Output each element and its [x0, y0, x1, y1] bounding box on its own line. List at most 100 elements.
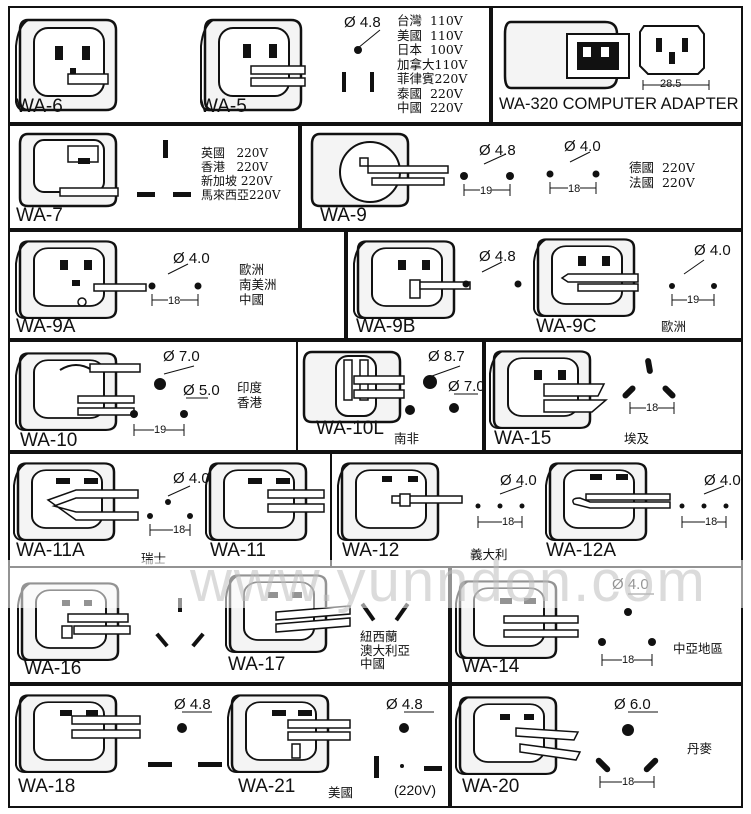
wa18-plug-image [14, 694, 141, 774]
wa11a-spacing: 18 [173, 524, 186, 536]
wa12-spacing: 18 [502, 516, 515, 528]
wa11-plug-image [204, 462, 325, 542]
wa10-diameter-2: Ø 5.0 [183, 382, 220, 399]
wa21-plug-image [226, 694, 351, 774]
wa10-spacing: 19 [154, 424, 167, 436]
wa9-diameter-1: Ø 4.8 [479, 142, 516, 159]
wa16-plug-image [16, 582, 131, 662]
wa17-plug-image [224, 574, 351, 654]
wa9a-country-list: 歐洲 南美洲 中國 [239, 262, 277, 307]
adapter-cell-wa10l: Ø 8.7 Ø 7.0 南非 WA-10L [296, 340, 484, 452]
wa9a-label: WA-9A [16, 316, 76, 337]
wa10l-label: WA-10L [316, 418, 384, 439]
wa11-label: WA-11 [210, 540, 266, 561]
wa12-label: WA-12 [342, 540, 400, 561]
wa9-plug-image [310, 132, 449, 208]
wa10l-plug-image [302, 350, 405, 424]
wa9-spacing-1: 19 [480, 185, 493, 197]
wa12a-pin-diagram [679, 485, 729, 528]
wa10l-country-list: 南非 [394, 431, 420, 446]
wa17-country-list: 紐西蘭 澳大利亞 中國 [360, 629, 411, 671]
wa20-diameter: Ø 6.0 [614, 696, 651, 713]
wa20-country-list: 丹麥 [687, 741, 713, 756]
wa15-country-list: 埃及 [624, 431, 650, 446]
adapter-cell-wa18-wa21: Ø 4.8 WA-18 Ø 4.8 美國 (220V) WA-21 [8, 684, 450, 808]
wa9c-diameter: Ø 4.0 [694, 242, 731, 259]
wa12-plug-image [336, 462, 463, 542]
wa9b-diameter: Ø 4.8 [479, 248, 516, 265]
wa20-plug-image [454, 696, 582, 776]
adapter-cell-wa9b-wa9c: Ø 4.8 WA-9B Ø 4.0 19 WA-9C 歐洲 [346, 230, 743, 340]
adapter-cell-wa12-wa12a: Ø 4.0 18 WA-12 義大利 Ø 4.0 18 WA-12A [330, 452, 743, 568]
wa9c-plug-image [532, 238, 639, 318]
wa7-plug-image [18, 132, 119, 208]
wa12a-plug-image [544, 462, 671, 542]
wa5-diameter: Ø 4.8 [344, 14, 381, 31]
wa7-pin-diagram [137, 140, 191, 197]
wa9c-country-list: 歐洲 [661, 319, 687, 334]
wa9a-diameter: Ø 4.0 [173, 250, 210, 267]
wa9-label: WA-9 [320, 205, 367, 226]
wa12-pin-diagram [475, 485, 525, 528]
wa9a-spacing: 18 [168, 295, 181, 307]
wa320-adapter-image [503, 20, 630, 90]
adapter-cell-wa14: Ø 4.0 18 中亞地區 WA-14 [450, 568, 743, 684]
wa14-label: WA-14 [462, 656, 520, 677]
wa10-pin-diagram [130, 365, 208, 436]
wa12-diameter: Ø 4.0 [500, 472, 537, 489]
wa14-country-list: 中亞地區 [673, 641, 724, 656]
wa7-label: WA-7 [16, 205, 63, 226]
wa320-dimension: 28.5 [660, 78, 682, 90]
wa5-country-list: 台灣 110V 美國 110V 日本 100V 加拿大110V 菲律賓220V … [397, 13, 468, 115]
wa15-plug-image [488, 350, 609, 430]
wa10l-diameter-1: Ø 8.7 [428, 348, 465, 365]
wa9b-label: WA-9B [356, 316, 416, 337]
wa6-plug-image [14, 18, 118, 112]
wa5-plug-image [199, 18, 306, 112]
adapter-cell-wa7: 英國 220V 香港 220V 新加坡 220V 馬來西亞220V WA-7 [8, 124, 300, 230]
wa21-country-list: 美國 [328, 785, 354, 800]
wa9b-plug-image [352, 240, 471, 320]
wa9a-pin-diagram [148, 263, 202, 306]
wa11a-country-list: 瑞士 [141, 551, 167, 566]
wa320-label: WA-320 COMPUTER ADAPTER [499, 95, 739, 113]
wa16-label: WA-16 [24, 658, 82, 679]
wa9c-label: WA-9C [536, 316, 597, 337]
wa20-label: WA-20 [462, 776, 520, 797]
adapter-cell-wa16-wa17: WA-16 紐西蘭 澳大利亞 中國 WA-17 [8, 568, 450, 684]
wa11a-diameter: Ø 4.0 [173, 470, 210, 487]
wa12-country-list: 義大利 [470, 547, 508, 562]
wa10-country-list: 印度 香港 [237, 380, 263, 410]
wa21-pin-diagram [374, 711, 442, 778]
adapter-cell-wa320: 28.5 WA-320 COMPUTER ADAPTER [491, 6, 743, 124]
adapter-cell-wa20: Ø 6.0 18 丹麥 WA-20 [450, 684, 743, 808]
wa9-country-list: 德國 220V 法國 220V [629, 160, 695, 190]
adapter-cell-wa15: 18 埃及 WA-15 [484, 340, 743, 452]
wa18-diameter: Ø 4.8 [174, 696, 211, 713]
wa10-diameter-1: Ø 7.0 [163, 348, 200, 365]
wa16-pin-diagram [155, 598, 205, 648]
wa320-socket-diagram [639, 25, 705, 75]
adapter-cell-wa9a: Ø 4.0 18 歐洲 南美洲 中國 WA-9A [8, 230, 346, 340]
wa9c-spacing: 19 [687, 294, 700, 306]
wa5-pin-diagram [342, 29, 381, 92]
wa10l-pin-diagram [405, 365, 478, 415]
wa10-label: WA-10 [20, 430, 78, 451]
wa9a-plug-image [14, 240, 147, 320]
wa17-label: WA-17 [228, 654, 286, 675]
wa320-dimension-line [642, 80, 710, 90]
wa11a-label: WA-11A [16, 540, 85, 561]
wa18-label: WA-18 [18, 776, 76, 797]
adapter-cell-wa10: Ø 7.0 Ø 5.0 19 印度 香港 WA-10 [8, 340, 298, 452]
wa21-diameter: Ø 4.8 [386, 696, 423, 713]
wa14-spacing: 18 [622, 654, 635, 666]
wa21-label: WA-21 [238, 776, 296, 797]
wa10l-diameter-2: Ø 7.0 [448, 378, 484, 395]
wa12a-label: WA-12A [546, 540, 617, 561]
wa11a-plug-image [12, 462, 139, 542]
adapter-cell-wa6-wa5: WA-6 WA-5 Ø 4.8 台灣 110V 美國 110V 日本 100V … [8, 6, 491, 124]
wa15-spacing: 18 [646, 402, 659, 414]
wa9-pin-diagram-2 [546, 151, 600, 194]
wa21-voltage: (220V) [394, 782, 437, 798]
wa5-label: WA-5 [200, 96, 247, 117]
